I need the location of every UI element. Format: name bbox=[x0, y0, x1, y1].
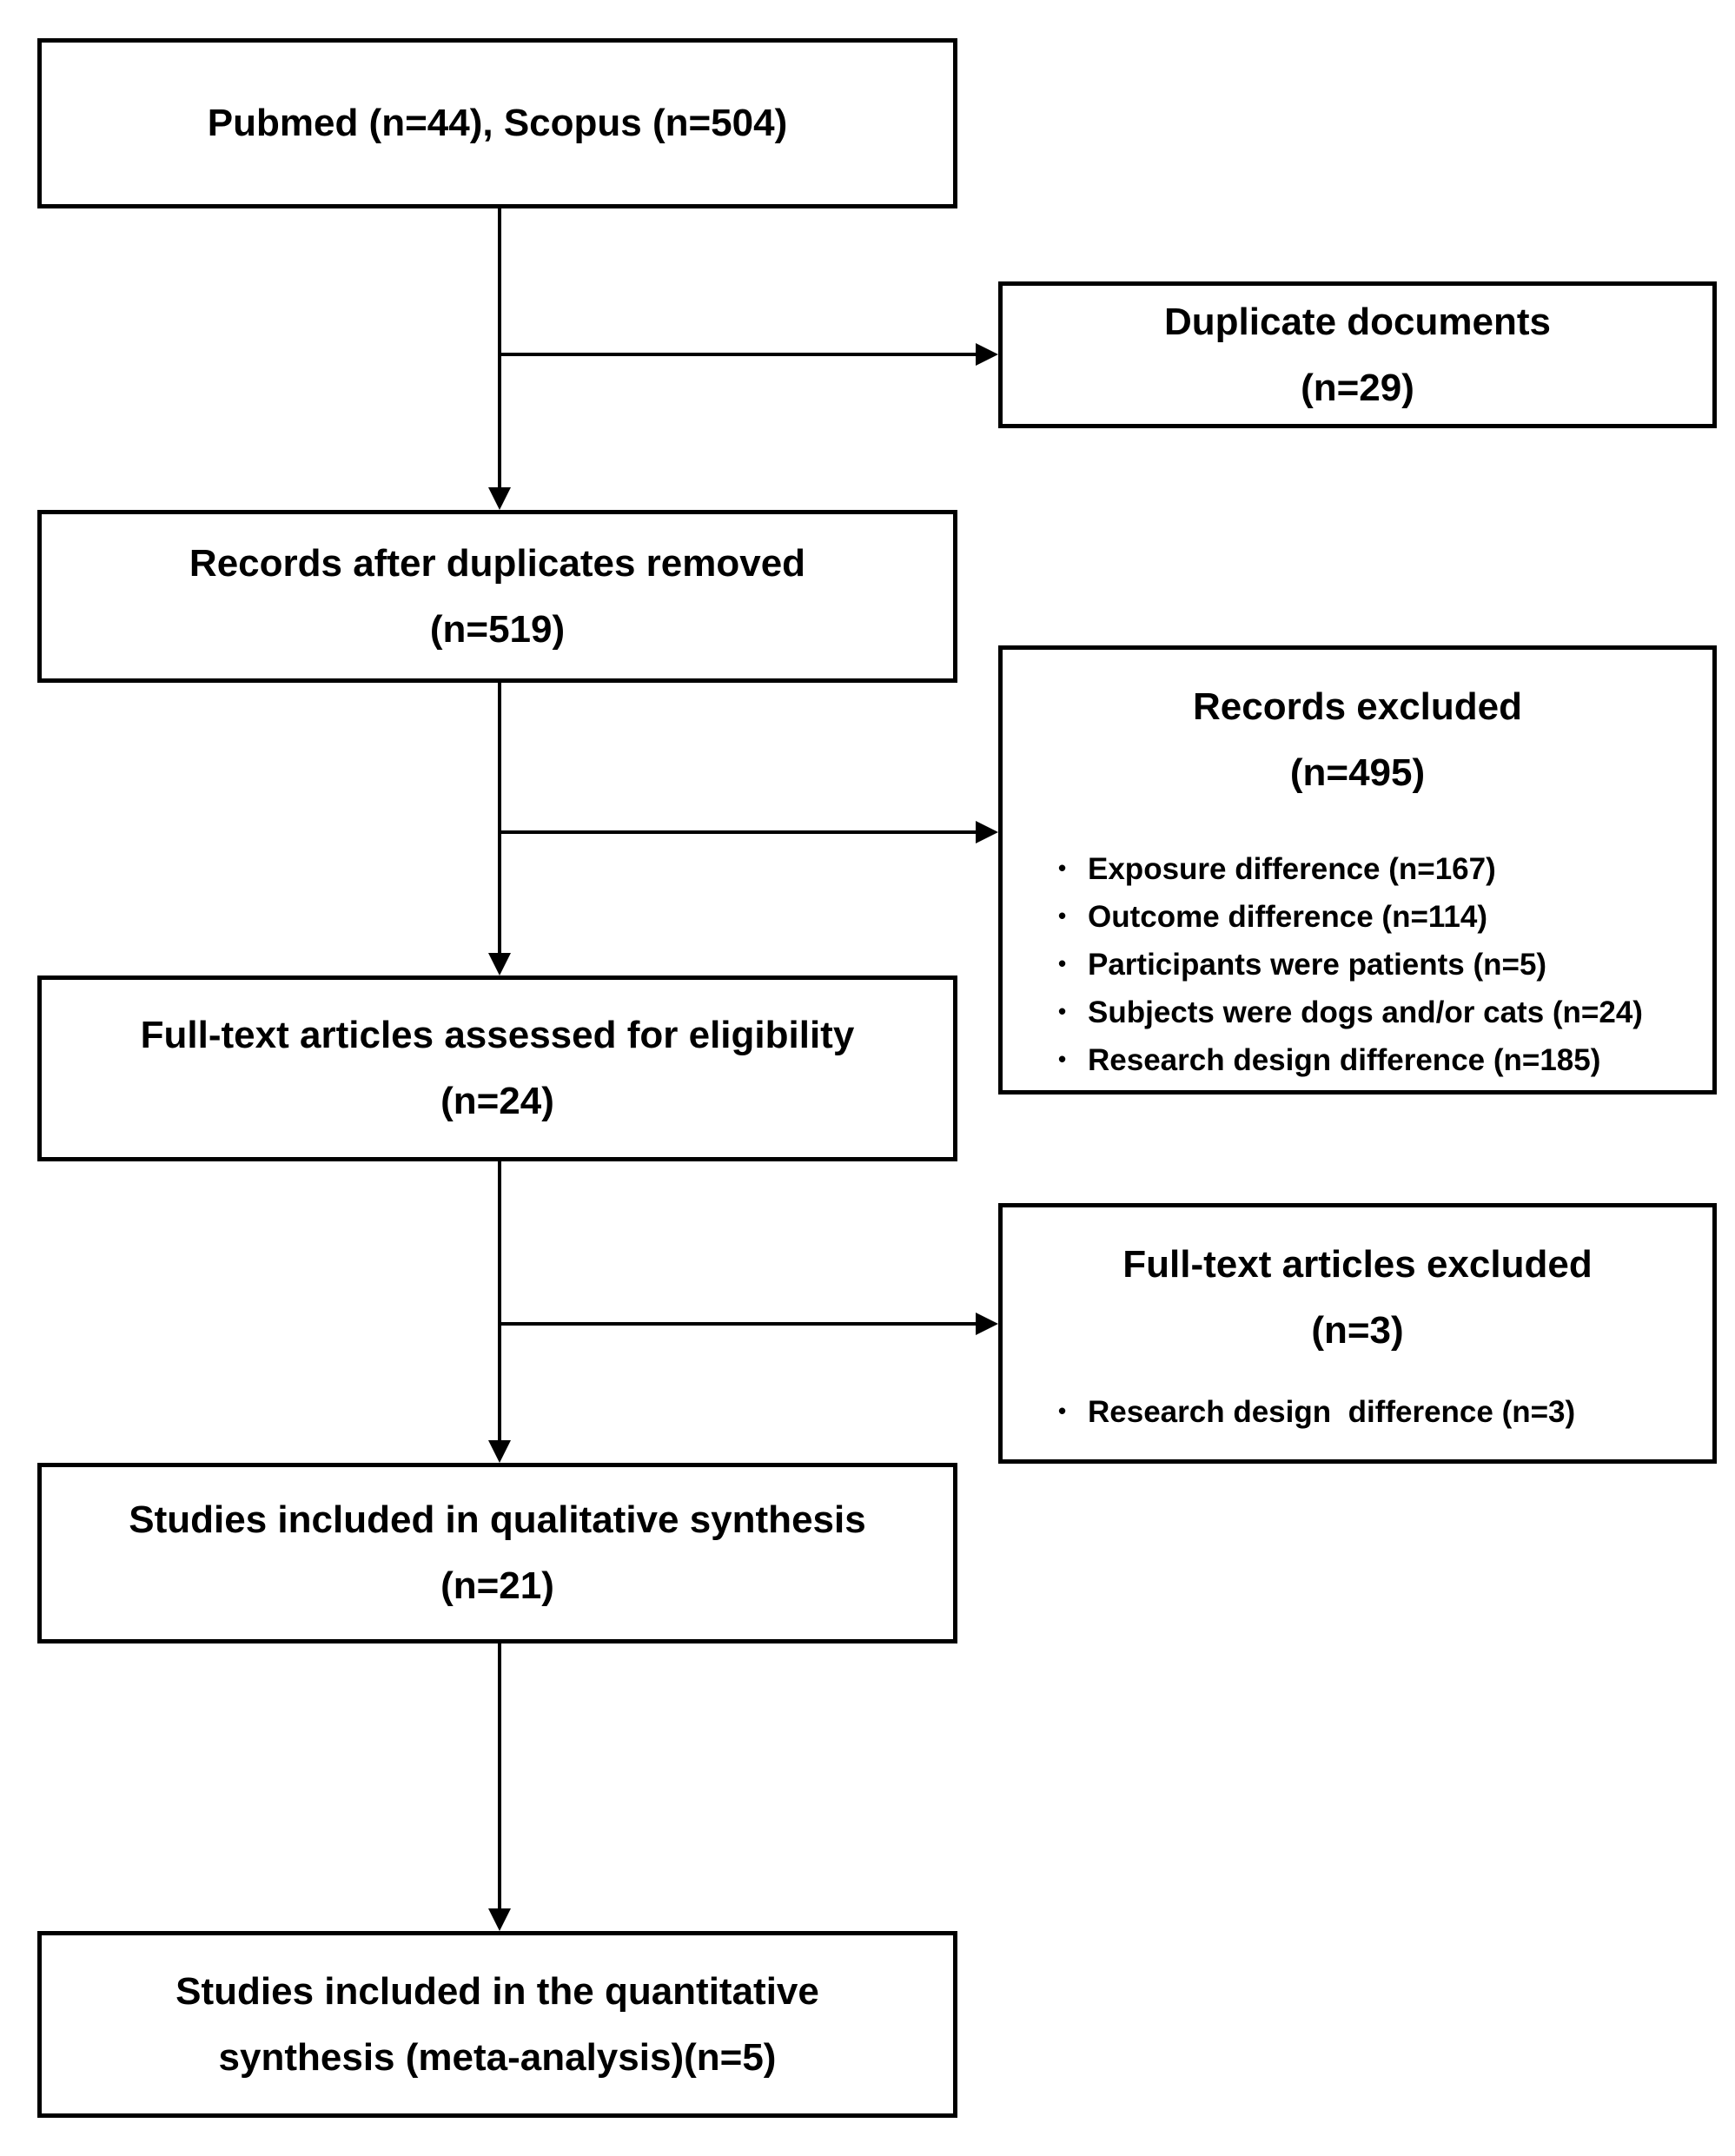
arrowhead-right-icon bbox=[976, 821, 998, 843]
box-fulltext-assessed: Full-text articles assessed for eligibil… bbox=[37, 975, 957, 1161]
box-records-excluded-count: (n=495) bbox=[1289, 751, 1426, 794]
fulltext-excluded-reasons: Research design difference (n=3) bbox=[1003, 1387, 1699, 1436]
arrowhead-right-icon bbox=[976, 1313, 998, 1335]
connector-after-duplicates-to-fulltext bbox=[498, 683, 501, 953]
box-fulltext-assessed-count: (n=24) bbox=[440, 1080, 554, 1122]
excluded-reason-design: Research design difference (n=185) bbox=[1056, 1035, 1699, 1084]
box-qualitative-synthesis: Studies included in qualitative synthesi… bbox=[37, 1463, 957, 1643]
box-quantitative-synthesis-title: Studies included in the quantitative bbox=[175, 1969, 819, 2013]
box-duplicate-documents: Duplicate documents (n=29) bbox=[998, 281, 1717, 428]
box-quantitative-synthesis-count: synthesis (meta-analysis)(n=5) bbox=[218, 2035, 777, 2079]
records-excluded-reasons: Exposure difference (n=167) Outcome diff… bbox=[1003, 844, 1699, 1084]
connector-sources-to-after-duplicates bbox=[498, 208, 501, 487]
box-sources-text: Pubmed (n=44), Scopus (n=504) bbox=[207, 102, 788, 144]
excluded-reason-exposure: Exposure difference (n=167) bbox=[1056, 844, 1699, 893]
branch-to-records-excluded bbox=[498, 830, 977, 834]
box-fulltext-excluded-count: (n=3) bbox=[1311, 1309, 1404, 1352]
box-records-excluded: Records excluded (n=495) Exposure differ… bbox=[998, 645, 1717, 1095]
box-fulltext-excluded: Full-text articles excluded (n=3) Resear… bbox=[998, 1203, 1717, 1464]
box-duplicate-documents-title: Duplicate documents bbox=[1164, 300, 1551, 343]
arrowhead-down-icon bbox=[488, 1908, 511, 1931]
box-quantitative-synthesis: Studies included in the quantitative syn… bbox=[37, 1931, 957, 2118]
arrowhead-down-icon bbox=[488, 953, 511, 975]
box-records-after-duplicates-title: Records after duplicates removed bbox=[189, 541, 806, 585]
box-records-excluded-title: Records excluded bbox=[1192, 685, 1523, 728]
arrowhead-down-icon bbox=[488, 487, 511, 510]
arrowhead-down-icon bbox=[488, 1440, 511, 1463]
box-records-after-duplicates-count: (n=519) bbox=[429, 607, 566, 651]
box-records-after-duplicates: Records after duplicates removed (n=519) bbox=[37, 510, 957, 683]
connector-fulltext-to-qualitative bbox=[498, 1161, 501, 1440]
arrowhead-right-icon bbox=[976, 343, 998, 366]
box-fulltext-assessed-title: Full-text articles assessed for eligibil… bbox=[140, 1014, 855, 1056]
excluded-reason-subjects: Subjects were dogs and/or cats (n=24) bbox=[1056, 988, 1699, 1036]
box-duplicate-documents-count: (n=29) bbox=[1301, 366, 1414, 409]
connector-qualitative-to-quantitative bbox=[498, 1643, 501, 1908]
branch-to-fulltext-excluded bbox=[498, 1322, 977, 1326]
excluded-reason-participants: Participants were patients (n=5) bbox=[1056, 940, 1699, 989]
box-fulltext-excluded-title: Full-text articles excluded bbox=[1122, 1243, 1593, 1286]
excluded-reason-outcome: Outcome difference (n=114) bbox=[1056, 892, 1699, 941]
box-qualitative-synthesis-title: Studies included in qualitative synthesi… bbox=[129, 1498, 866, 1541]
box-qualitative-synthesis-count: (n=21) bbox=[440, 1564, 554, 1607]
fulltext-excluded-reason-design: Research design difference (n=3) bbox=[1056, 1387, 1699, 1436]
box-sources: Pubmed (n=44), Scopus (n=504) bbox=[37, 38, 957, 208]
branch-to-duplicate-documents bbox=[498, 353, 977, 356]
